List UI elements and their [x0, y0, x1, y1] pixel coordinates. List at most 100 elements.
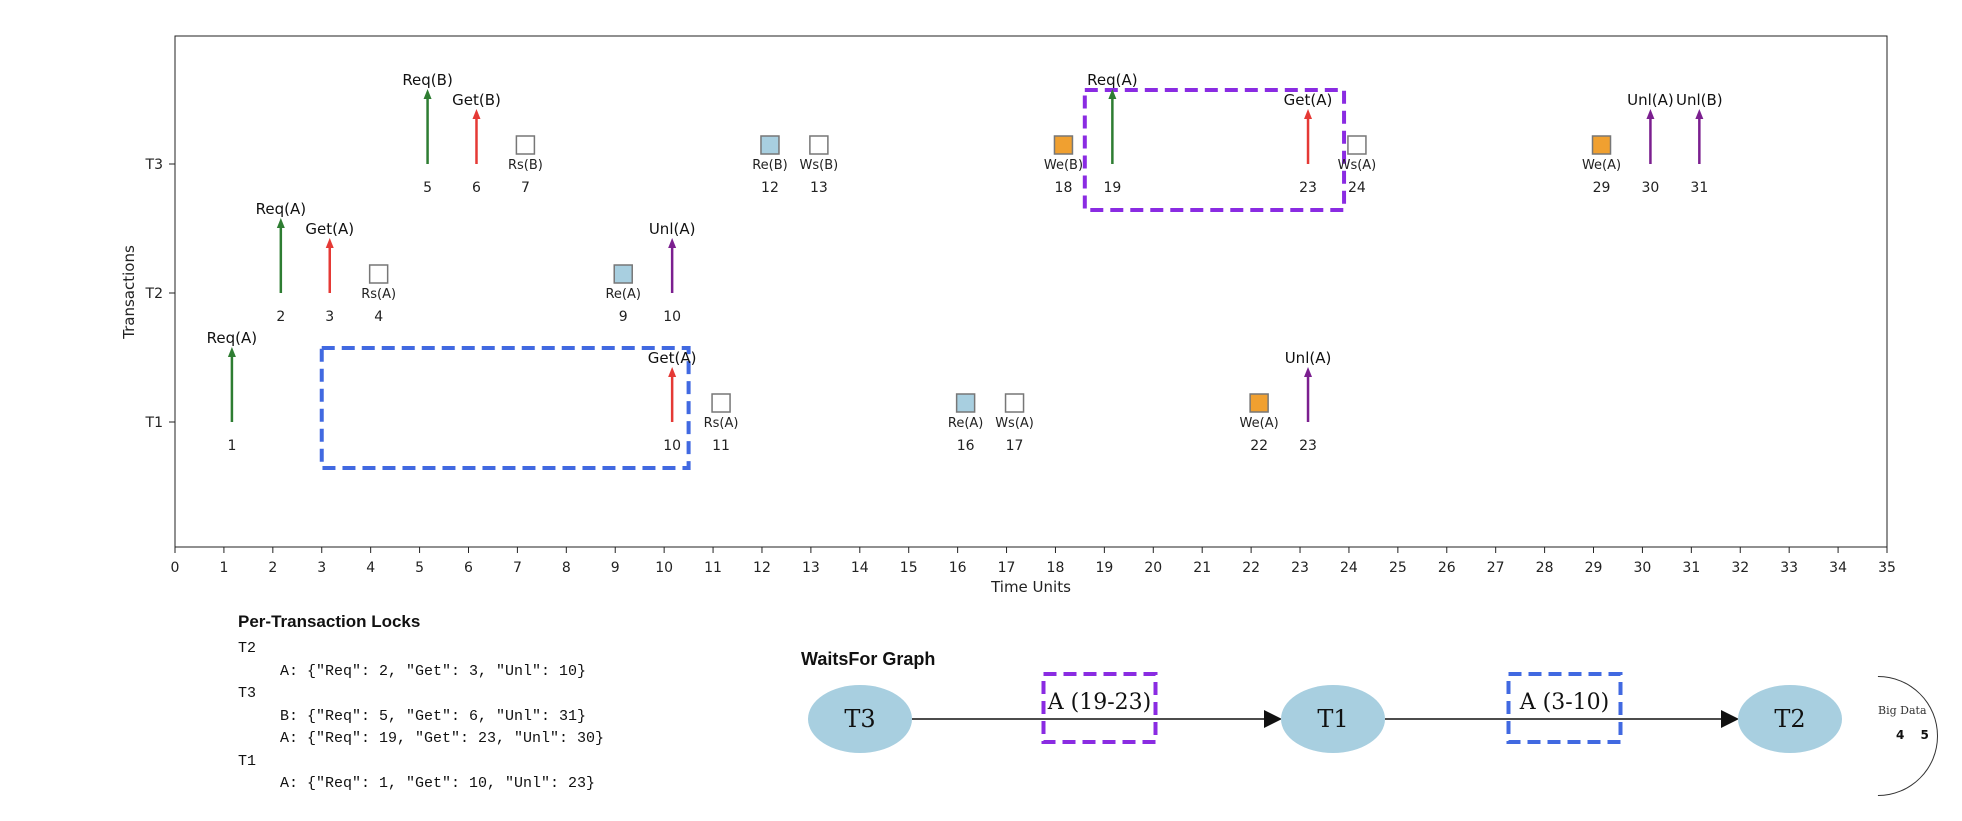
event-label: Get(A): [648, 349, 697, 367]
event-time-label: 2: [276, 309, 285, 325]
event-time-label: 22: [1250, 438, 1268, 454]
x-tick-label: 7: [513, 560, 522, 576]
x-tick-label: 23: [1291, 560, 1309, 576]
event-time-label: 10: [663, 438, 681, 454]
waits-for-node: T1: [1281, 685, 1385, 753]
x-tick-label: 30: [1634, 560, 1652, 576]
x-tick-label: 9: [611, 560, 620, 576]
lock-events: Req(A)1Get(A)10Rs(A)11Re(A)16Ws(A)17We(A…: [207, 71, 1723, 454]
event-square: [1004, 393, 1025, 413]
event-time-label: 19: [1103, 180, 1121, 196]
locks-title: Per-Transaction Locks: [238, 612, 421, 631]
event-time-label: 5: [423, 180, 432, 196]
event-square: [515, 135, 536, 155]
event-time-label: 1: [227, 438, 236, 454]
event-we: We(A)29: [1582, 135, 1621, 196]
event-get: Get(A)23: [1284, 91, 1333, 196]
event-req: Req(A) 1: [207, 329, 257, 454]
x-tick-label: 12: [753, 560, 771, 576]
x-tick-label: 34: [1829, 560, 1847, 576]
event-get: Get(A) 10: [648, 349, 697, 454]
event-unl: Unl(A) 30: [1627, 91, 1674, 196]
node-ellipse: [808, 685, 912, 753]
x-tick-label: 4: [366, 560, 375, 576]
event-time-label: 30: [1642, 180, 1660, 196]
locks-transaction: T1: [238, 752, 257, 770]
event-arrow-head: [1108, 89, 1117, 99]
edge-label: A (3-10): [1519, 690, 1609, 715]
locks-transaction: T3: [238, 685, 257, 702]
event-label: We(B): [1044, 158, 1083, 173]
x-tick-label: 21: [1193, 560, 1211, 576]
event-label: Req(B): [402, 71, 453, 89]
x-tick-label: 33: [1780, 560, 1798, 576]
locks-entry: A: {"Req": 2, "Get": 3, "Unl": 10}: [280, 662, 587, 680]
waits-for-node: T3: [808, 685, 912, 753]
event-arrow-head: [423, 89, 432, 99]
event-label: Get(A): [1284, 91, 1333, 109]
x-tick-label: 2: [268, 560, 277, 576]
x-tick-label: 1: [219, 560, 228, 576]
event-label: Re(B): [752, 158, 788, 173]
event-rs: Rs(A)4: [361, 264, 396, 325]
event-label: We(A): [1240, 416, 1279, 431]
wait-highlight-boxes: [319, 88, 1347, 470]
y-axis-label: Transactions: [120, 245, 138, 340]
event-time-label: 6: [472, 180, 481, 196]
event-label: Unl(A): [1627, 91, 1674, 109]
x-tick-label: 20: [1144, 560, 1162, 576]
event-re: Re(B) 12: [752, 135, 788, 196]
event-rs: Rs(A)11: [704, 393, 738, 454]
event-time-label: 7: [521, 180, 530, 196]
event-time-label: 29: [1593, 180, 1611, 196]
event-label: Get(B): [452, 91, 501, 109]
event-time-label: 12: [761, 180, 779, 196]
edge-label: A (19-23): [1047, 690, 1151, 715]
y-tick-label: T1: [145, 415, 163, 431]
x-tick-label: 19: [1095, 560, 1113, 576]
event-arrow-head: [1646, 109, 1655, 119]
waits-for-graph: A (19-23) A (3-10) T3 T1 T2: [808, 672, 1842, 753]
x-tick-label: 29: [1585, 560, 1603, 576]
event-req: Req(A)19: [1087, 71, 1137, 196]
event-label: Ws(A): [1338, 158, 1377, 173]
event-time-label: 23: [1299, 438, 1317, 454]
y-tick-label: T3: [145, 157, 163, 173]
x-tick-label: 13: [802, 560, 820, 576]
seal-stamp: Big Data 4 5: [1793, 651, 1962, 821]
event-label: Get(A): [305, 220, 354, 238]
x-tick-label: 35: [1878, 560, 1896, 576]
locks-entry: A: {"Req": 1, "Get": 10, "Unl": 23}: [280, 775, 596, 792]
event-time-label: 11: [712, 438, 730, 454]
event-unl: Unl(A)23: [1285, 349, 1332, 454]
event-arrow-head: [1304, 367, 1313, 377]
event-label: Rs(B): [508, 158, 543, 173]
x-tick-label: 6: [464, 560, 473, 576]
event-time-label: 17: [1006, 438, 1024, 454]
event-time-label: 16: [957, 438, 975, 454]
event-label: Rs(A): [361, 287, 396, 302]
event-label: Req(A): [207, 329, 257, 347]
event-time-label: 18: [1055, 180, 1073, 196]
event-we: We(A) 22: [1240, 393, 1279, 454]
event-label: Re(A): [948, 416, 983, 431]
event-req: Req(B) 5: [402, 71, 453, 196]
node-label: T3: [844, 705, 875, 733]
x-tick-label: 3: [317, 560, 326, 576]
waits-for-graph-title: WaitsFor Graph: [801, 649, 936, 669]
waits-for-edge: A (3-10): [1385, 672, 1739, 744]
node-label: T2: [1774, 705, 1805, 733]
event-we: We(B) 18: [1044, 135, 1083, 196]
event-arrow-head: [1695, 109, 1704, 119]
event-time-label: 3: [325, 309, 334, 325]
event-rs: Rs(B) 7: [508, 135, 543, 196]
x-tick-label: 32: [1731, 560, 1749, 576]
x-tick-label: 16: [949, 560, 967, 576]
event-square: [368, 264, 389, 284]
event-unl: Unl(A)10: [649, 220, 696, 325]
node-ellipse: [1738, 685, 1842, 753]
stamp-arc: [1793, 651, 1962, 821]
stamp-number: 4 5: [1896, 728, 1935, 742]
